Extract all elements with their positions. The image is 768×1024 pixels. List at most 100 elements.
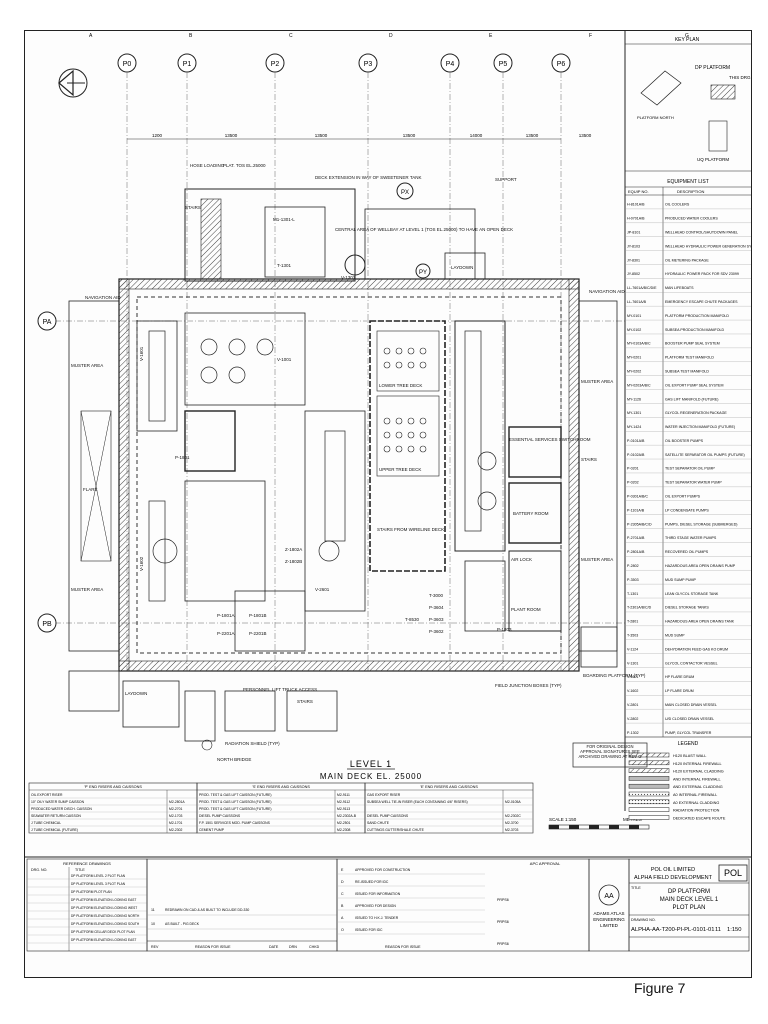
riser-name: F.P. 1501 SERVICES MOD. PUMP CAISSONS — [199, 821, 271, 825]
legend-item: H120 INTERNAL FIREWALL — [673, 762, 722, 766]
label-stairs: STAIRS — [185, 205, 201, 210]
reference-title: DP PLATFORM ELEVATION LOOKING WEST — [71, 906, 137, 910]
riser-name: J TUBE CHEMICAL — [31, 821, 61, 825]
equipment-description: OIL EXPORT PUMPS — [665, 495, 701, 499]
riser-name: SEAWATER RETURN CAISSON — [31, 814, 81, 818]
svg-text:P-1801: P-1801 — [175, 455, 190, 460]
drawing-number: ALPHA-AA-T200-PI-PL-0101-01 — [631, 927, 714, 933]
equipment-tag: P-2802 — [627, 564, 639, 568]
svg-text:PLATFORM NORTH: PLATFORM NORTH — [637, 115, 674, 120]
label-personnel-lift: PERSONNEL LIFT TRUCK ACCESS — [243, 687, 317, 692]
label-laydown: LAYDOWN — [451, 265, 473, 270]
approval-letter: C — [341, 892, 344, 896]
equipment-description: MAN LIFEBOATS — [665, 286, 694, 290]
reference-title: DP PLATFORM LEVEL 2 PLOT PLAN — [71, 874, 126, 878]
legend-swatch — [628, 768, 670, 773]
wellbay-grid — [383, 347, 427, 453]
label-navigation-aid: NAVIGATION AID — [589, 289, 625, 294]
reference-title: DP PLATFORM LEVEL 3 PLOT PLAN — [71, 882, 126, 886]
equipment-tag: V-1124 — [627, 647, 638, 651]
label-laydown: LAYDOWN — [125, 691, 147, 696]
equipment-list-title: EQUIPMENT LIST — [667, 179, 709, 185]
equipment-description: LP CONDENSATE PUMPS — [665, 508, 709, 512]
svg-text:DRAWING NO.: DRAWING NO. — [631, 918, 656, 922]
svg-text:T-8530: T-8530 — [405, 617, 420, 622]
revision-number: 11 — [151, 908, 155, 912]
riser-tag: M2-2302 — [169, 828, 182, 832]
equipment-description: HAZARDOUS AREA OPEN DRAINS PUMP — [665, 564, 736, 568]
reference-title: DP PLATFORM ELEVATION LOOKING NORTH — [71, 914, 140, 918]
equipment-tag: V-2802 — [627, 717, 638, 721]
svg-text:V-1001: V-1001 — [277, 357, 292, 362]
svg-text:DESCRIPTION: DESCRIPTION — [677, 189, 704, 194]
dimension-text: 14000 — [470, 133, 483, 138]
risers-title: 'S' END RISERS AND CAISSONS — [252, 785, 310, 789]
equipment-tag: LL-7601A/B — [627, 300, 647, 304]
approval-letter: E — [341, 868, 344, 872]
equipment-description: GLYCOL CONTACTOR VESSEL — [665, 661, 718, 665]
legend-item: A0 EXTERNAL CLADDING — [673, 801, 719, 805]
grid-column-label: P6 — [557, 61, 566, 68]
label-platform: PLAT. TOS EL.25000 — [223, 163, 266, 168]
equipment-description: SUBSEA PRODUCTION MANIFOLD — [665, 328, 725, 332]
riser-tag: M2-3703 — [505, 828, 518, 832]
equipment-tag: P-2305A/B/C/D — [627, 522, 652, 526]
equipment-tag: P-0102A/B — [627, 453, 645, 457]
riser-tag: M2-0105A — [505, 800, 521, 804]
approval-reason: APPROVED FOR DESIGN — [355, 904, 396, 908]
riser-name: PROD. TEST & GAS LIFT CAISSON (FUTURE) — [199, 793, 272, 797]
svg-text:LIMITED: LIMITED — [600, 923, 619, 928]
svg-text:CHKD: CHKD — [309, 945, 320, 949]
client-line2: ALPHA FIELD DEVELOPMENT — [634, 875, 713, 881]
legend-swatch — [628, 752, 670, 758]
equipment-description: HAZARDOUS AREA OPEN DRAINS TANK — [665, 620, 735, 624]
equipment-description: PRODUCED WATER COOLERS — [665, 217, 718, 221]
equipment-tag: MY-0103A/B/C — [627, 342, 651, 346]
label-hose-loading: HOSE LOADING — [190, 163, 225, 168]
svg-text:REV: REV — [151, 945, 159, 949]
dimension-text: 13500 — [526, 133, 539, 138]
scale-text: SCALE 1:150 — [549, 817, 577, 822]
equipment-description: WELLHEAD CONTROL/SHUTDOWN PANEL — [665, 230, 738, 234]
riser-name: J TUBE CHEMICAL (FUTURE) — [31, 828, 78, 832]
equipment-tag: P-0301A/B/C — [627, 495, 648, 499]
equipment-tag: P-0202 — [627, 481, 639, 485]
equipment-tag: P-0101A/B — [627, 439, 645, 443]
riser-tag: M2-2308 — [337, 828, 350, 832]
svg-text:DP PLATFORM: DP PLATFORM — [695, 65, 730, 71]
legend-title: LEGEND — [678, 741, 699, 747]
dimension-text: 13500 — [315, 133, 328, 138]
riser-name: SUBSEA WELL TIE-IN RISER (EACH CONTAININ… — [367, 800, 468, 804]
approval-reason: RE-ISSUED FOR IDC — [355, 880, 389, 884]
svg-text:PRPS6: PRPS6 — [497, 920, 509, 924]
label-field-junction: FIELD JUNCTION BOXES (TYP) — [495, 683, 562, 688]
interior-walls — [80, 312, 562, 652]
svg-text:M1-1301-L: M1-1301-L — [273, 217, 295, 222]
equipment-description: GLYCOL REGENERATION PACKAGE — [665, 411, 727, 415]
label-radiation-shield: RADIATION SHIELD (TYP) — [225, 741, 280, 746]
riser-name: CUTTINGS GUTTER/SHALE CHUTE — [367, 828, 425, 832]
svg-text:PRPS6: PRPS6 — [497, 942, 509, 946]
riser-tag: M2-9112 — [337, 800, 350, 804]
equipment-tag: T-2801 — [627, 620, 638, 624]
riser-tag: M2-1703 — [169, 814, 182, 818]
svg-text:POL: POL — [724, 868, 742, 878]
equipment-tag: H-0701A/B — [627, 217, 645, 221]
riser-name: DIESEL PUMP CAISSONS — [199, 814, 241, 818]
svg-text:P-3602: P-3602 — [429, 629, 444, 634]
title-block: POL OIL LIMITED ALPHA FIELD DEVELOPMENT … — [628, 858, 750, 952]
label-upper-tree: UPPER TREE DECK — [379, 467, 421, 472]
revision-number: 10 — [151, 922, 155, 926]
riser-tag: M2-2501 — [337, 821, 350, 825]
riser-name: 10" OILY WATER SUMP CAISSON — [31, 800, 85, 804]
reference-title: DP PLATFORM ELEVATION LOOKING SOUTH — [71, 922, 140, 926]
equipment-tag: MY-1424 — [627, 425, 641, 429]
legend-item: DEDICATED ESCAPE ROUTE — [673, 816, 726, 820]
svg-text:P-1801B: P-1801B — [249, 613, 267, 618]
label-lower-tree: LOWER TREE DECK — [379, 383, 422, 388]
equipment-tag: T-2301A/B/C/D — [627, 606, 652, 610]
label-muster-area: MUSTER AREA — [71, 363, 103, 368]
equipment-tag: MY-1301 — [627, 411, 641, 415]
